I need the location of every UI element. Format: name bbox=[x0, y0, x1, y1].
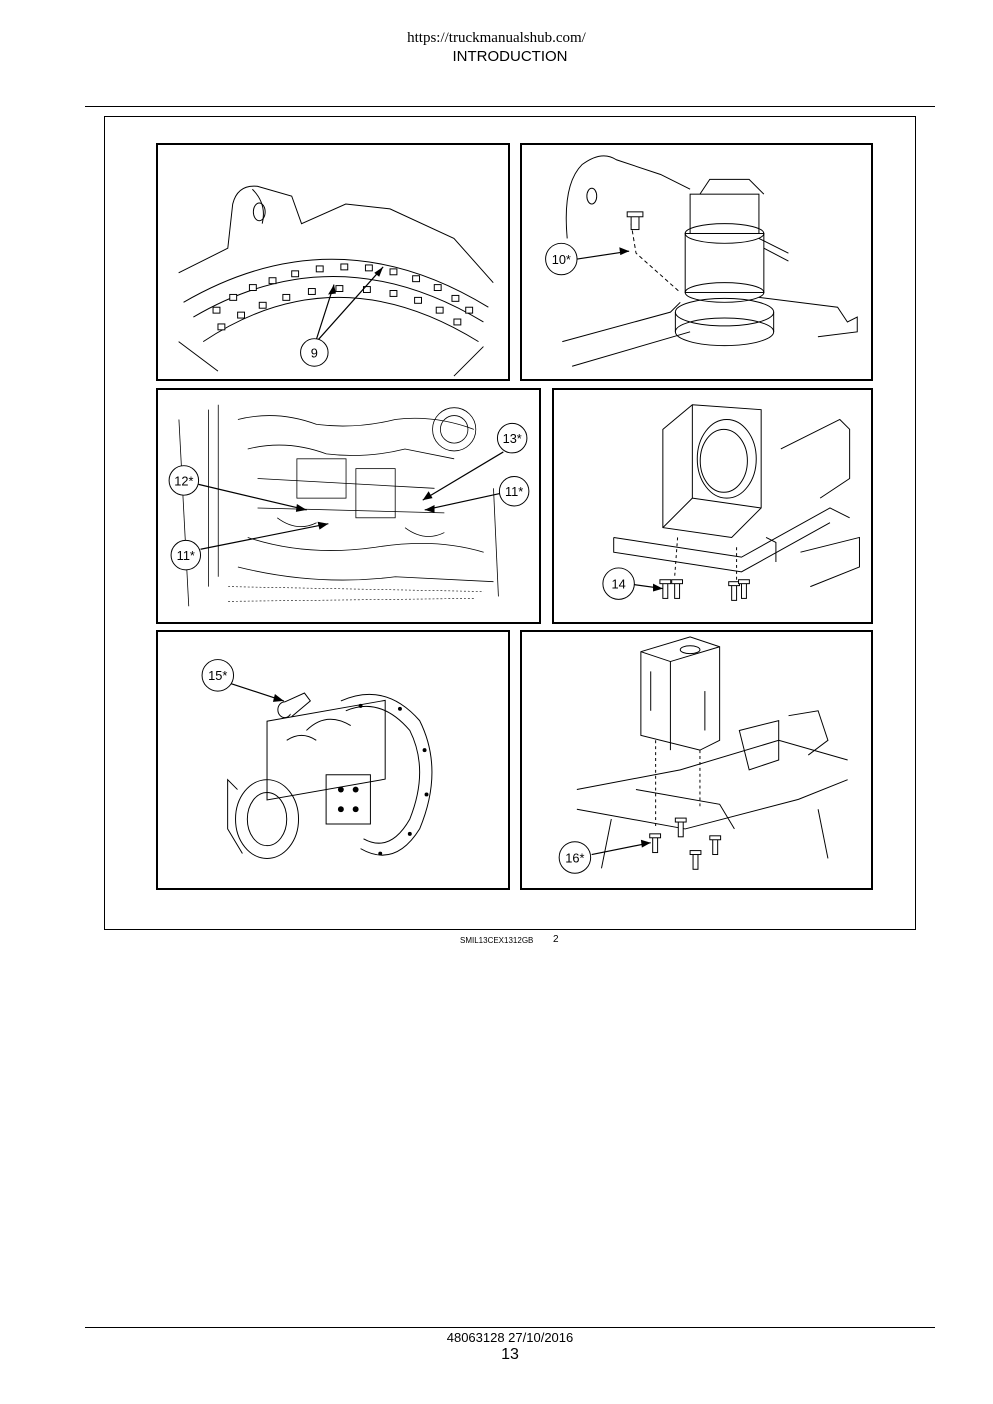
header-url[interactable]: https://truckmanualshub.com/ bbox=[407, 30, 586, 46]
callout-13: 13* bbox=[503, 431, 522, 446]
panel-swing-motor: 10* bbox=[520, 143, 873, 381]
pump-illustration: 15* bbox=[201, 659, 433, 859]
footer-rule bbox=[85, 1327, 935, 1328]
callout-14: 14 bbox=[612, 577, 626, 592]
panel-pump: 15* bbox=[156, 630, 510, 890]
panel-tank: 16* bbox=[520, 630, 873, 890]
section-title: INTRODUCTION bbox=[452, 48, 568, 65]
callout-15: 15* bbox=[208, 668, 227, 683]
page-number: 13 bbox=[501, 1346, 519, 1363]
radiator-illustration: 14 bbox=[602, 404, 860, 601]
panel-engine: 12* 11* 13* 11* bbox=[156, 388, 541, 624]
figure-number: 2 bbox=[553, 934, 559, 945]
callout-16: 16* bbox=[565, 850, 584, 865]
engine-illustration: 12* 11* 13* 11* bbox=[168, 404, 530, 607]
panel-slew-ring: 9 bbox=[156, 143, 510, 381]
figure-frame: 9 bbox=[104, 116, 916, 930]
callout-11-left: 11* bbox=[177, 548, 195, 563]
callout-10: 10* bbox=[552, 252, 571, 267]
tank-illustration: 16* bbox=[558, 636, 848, 874]
slew-ring-illustration: 9 bbox=[178, 185, 494, 377]
header-rule bbox=[85, 106, 935, 107]
callout-11-right: 11* bbox=[505, 484, 523, 499]
panel-radiator: 14 bbox=[552, 388, 873, 624]
figure-code: SMIL13CEX1312GB bbox=[460, 936, 534, 945]
swing-motor-illustration: 10* bbox=[545, 155, 858, 367]
footer-doc-ref: 48063128 27/10/2016 bbox=[446, 1330, 574, 1345]
callout-12: 12* bbox=[174, 473, 193, 488]
callout-9: 9 bbox=[311, 345, 318, 360]
